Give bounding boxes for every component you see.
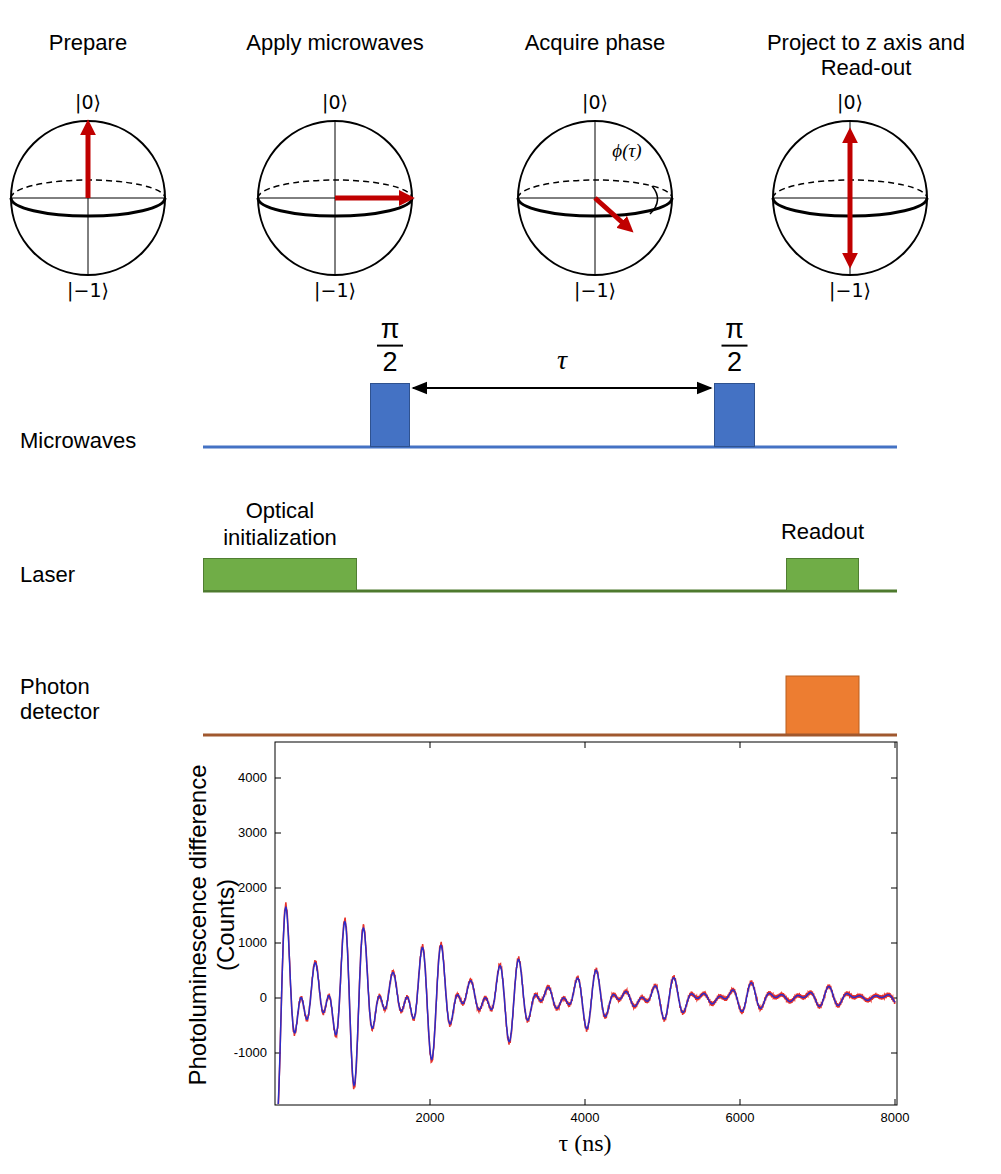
y-tick-label: 3000 [238, 826, 267, 841]
laser-pulse: Optical initialization [203, 558, 357, 591]
step-title: Acquire phase [525, 30, 666, 55]
tick [275, 778, 281, 779]
delay-arrow [413, 387, 711, 389]
row-label: Microwaves [20, 428, 136, 453]
y-tick-label: -1000 [234, 1046, 267, 1061]
state-vector [848, 140, 853, 256]
pulse-label: Readout [781, 519, 864, 545]
bloch-sphere [11, 121, 165, 275]
state-ket: |−1⟩ [574, 280, 616, 302]
y-tick-label: 4000 [238, 771, 267, 786]
phase-arc [650, 186, 658, 214]
state-ket: |−1⟩ [829, 280, 871, 302]
step-title: Prepare [49, 30, 127, 55]
tick [585, 1099, 586, 1105]
y-tick-label: 1000 [238, 936, 267, 951]
tick [891, 1053, 897, 1054]
tick [275, 998, 281, 999]
microwave-pulse: π 2 [714, 383, 755, 447]
tick [891, 833, 897, 834]
tick [891, 888, 897, 889]
step-title: Apply microwaves [246, 30, 423, 55]
state-vector [595, 198, 624, 224]
tick [430, 1099, 431, 1105]
pulse-angle: π 2 [374, 313, 406, 378]
x-tick-label: 2000 [416, 1111, 445, 1126]
tick [740, 1099, 741, 1105]
state-ket: |−1⟩ [67, 280, 109, 302]
tick [895, 1099, 896, 1105]
tick [740, 742, 741, 748]
tick [275, 888, 281, 889]
bloch-sphere [258, 121, 412, 275]
tick [275, 943, 281, 944]
state-ket: |−1⟩ [314, 280, 356, 302]
tick [891, 943, 897, 944]
state-ket: |0⟩ [837, 92, 863, 114]
detector-baseline [203, 734, 897, 737]
microwave-pulse: π 2 [370, 383, 410, 447]
y-axis-title: Photoluminescence difference (Counts) [184, 760, 239, 1090]
state-vector [86, 132, 91, 198]
plot-frame [275, 742, 897, 1105]
tick [430, 742, 431, 748]
fit-curve [276, 907, 895, 1104]
tick [275, 833, 281, 834]
y-tick-label: 2000 [238, 881, 267, 896]
row-label: Photon detector [20, 674, 160, 725]
x-tick-label: 4000 [571, 1111, 600, 1126]
step-title: Project to z axis and Read-out [750, 30, 982, 81]
state-ket: |0⟩ [322, 92, 348, 114]
state-ket: |0⟩ [75, 92, 101, 114]
row-label: Laser [20, 562, 75, 587]
y-tick-label: 0 [260, 991, 267, 1006]
pulse-label: Optical initialization [200, 498, 360, 551]
bloch-sphere [773, 121, 927, 275]
tick [585, 742, 586, 748]
detector-pulse [786, 676, 859, 735]
state-ket: |0⟩ [582, 92, 608, 114]
x-axis-title: τ (ns) [559, 1130, 612, 1158]
data-curve [276, 902, 895, 1104]
tick [895, 742, 896, 748]
fraction-bar [722, 345, 748, 347]
microwave-baseline [203, 446, 897, 449]
delay-label: τ [557, 344, 567, 376]
phase-label: ϕ(τ) [612, 140, 641, 162]
fraction-bar [377, 345, 403, 347]
x-tick-label: 8000 [881, 1111, 910, 1126]
bloch-sphere [518, 121, 672, 275]
laser-pulse: Readout [786, 558, 859, 591]
x-tick-label: 6000 [726, 1111, 755, 1126]
state-vector [335, 196, 402, 201]
pulse-angle: π 2 [718, 313, 750, 378]
tick [891, 778, 897, 779]
